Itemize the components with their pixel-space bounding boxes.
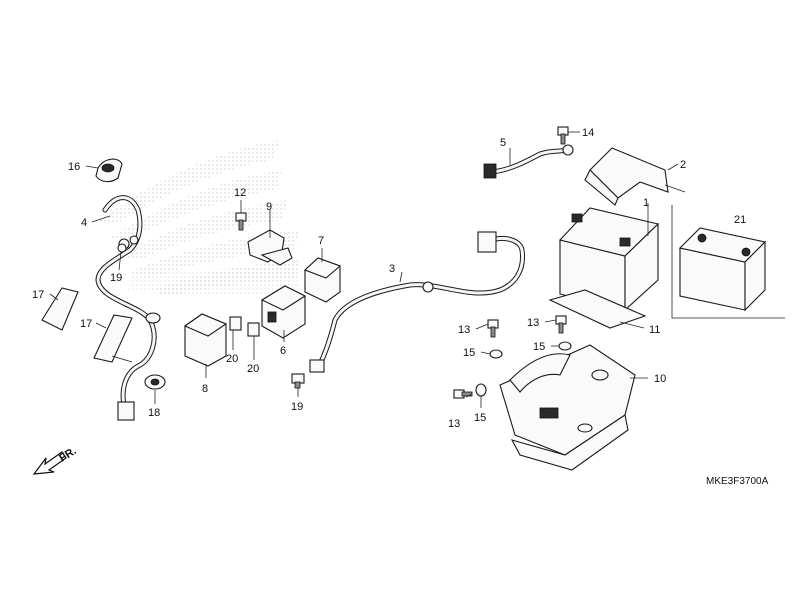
callout-15-b: 15 [533, 341, 545, 353]
fuse-part-20-a[interactable] [229, 316, 242, 331]
connector-part-8[interactable] [183, 313, 228, 367]
bracket-part-9[interactable] [247, 229, 293, 266]
cover-part-17-b[interactable] [93, 314, 133, 363]
battery-cover-part-2[interactable] [584, 147, 686, 206]
callout-4: 4 [81, 217, 87, 229]
callout-9: 9 [266, 201, 272, 213]
cover-part-17-a[interactable] [41, 287, 79, 331]
battery-tray-part-10[interactable] [499, 344, 636, 471]
callout-6: 6 [280, 345, 286, 357]
relay-cover-part-7[interactable] [303, 257, 342, 303]
callout-20-a: 20 [226, 353, 238, 365]
washer-part-15-c[interactable] [475, 383, 487, 397]
callout-5: 5 [500, 137, 506, 149]
callout-17-a: 17 [32, 289, 44, 301]
callout-14: 14 [582, 127, 594, 139]
callout-16: 16 [68, 161, 80, 173]
callout-2: 2 [680, 159, 686, 171]
callout-13-b: 13 [527, 317, 539, 329]
callout-15-a: 15 [463, 347, 475, 359]
callout-12: 12 [234, 187, 246, 199]
callout-21: 21 [734, 214, 746, 226]
grommet-part-18[interactable] [144, 374, 166, 390]
bolt-part-14[interactable] [557, 126, 569, 145]
bolt-part-19-b[interactable] [291, 373, 305, 389]
battery-pad-part-11[interactable] [548, 289, 647, 329]
leader-lines [49, 131, 679, 408]
bolt-part-13-b[interactable] [555, 315, 567, 334]
callout-8: 8 [202, 383, 208, 395]
bolt-part-13-c[interactable] [453, 389, 473, 399]
callout-17-b: 17 [80, 318, 92, 330]
callout-1: 1 [643, 197, 649, 209]
callout-13-a: 13 [458, 324, 470, 336]
starter-cable-part-3[interactable] [309, 231, 526, 373]
callout-10: 10 [654, 373, 666, 385]
callout-19-b: 19 [291, 401, 303, 413]
starter-relay-part-6[interactable] [260, 285, 307, 339]
negative-cable-part-5[interactable] [483, 144, 574, 179]
washer-part-15-b[interactable] [558, 341, 572, 351]
washer-part-15-a[interactable] [489, 349, 503, 359]
clamp-part-16[interactable] [95, 158, 123, 183]
callout-labels: 1 2 3 4 5 6 7 8 9 10 11 12 13 13 13 14 1… [32, 127, 746, 430]
callout-3: 3 [389, 263, 395, 275]
callout-15-c: 15 [474, 412, 486, 424]
fuse-part-20-b[interactable] [247, 322, 260, 337]
front-direction-arrow: FR. [32, 445, 79, 475]
callout-18: 18 [148, 407, 160, 419]
callout-13-c: 13 [448, 418, 460, 430]
callout-11: 11 [649, 324, 660, 336]
diagram-code: MKE3F3700A [706, 476, 769, 487]
part-21-frame [671, 205, 785, 319]
callout-7: 7 [318, 235, 324, 247]
battery-option-part-21[interactable] [678, 227, 767, 312]
callout-19-a: 19 [110, 272, 122, 284]
bolt-part-13-a[interactable] [487, 319, 499, 338]
bolt-part-19-a[interactable] [117, 243, 127, 253]
callout-20-b: 20 [247, 363, 259, 375]
